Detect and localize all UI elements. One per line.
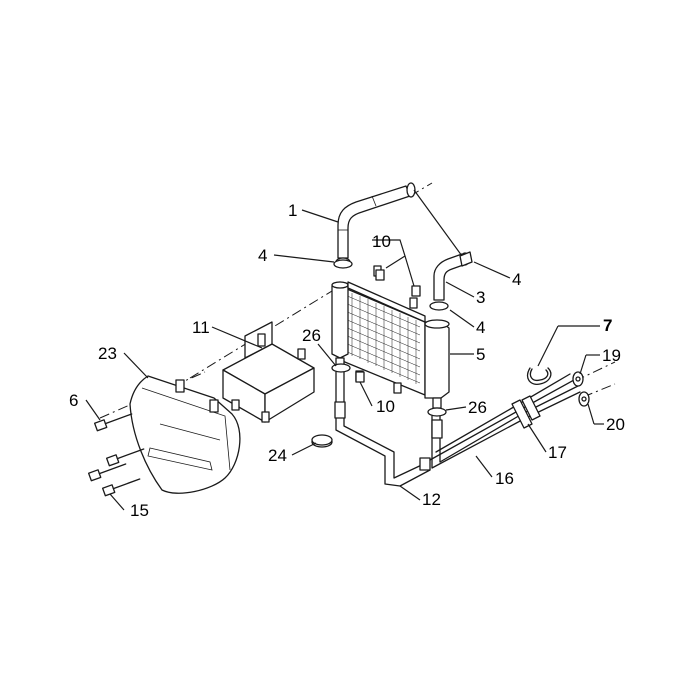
callout-26-right: 26 (468, 398, 487, 417)
outlet-hose-part-3 (413, 189, 470, 301)
clamps-part-26 (331, 363, 447, 417)
callout-4-lower: 4 (476, 318, 485, 337)
callout-24: 24 (268, 446, 287, 465)
callout-16: 16 (495, 469, 514, 488)
callout-26-left: 26 (302, 326, 321, 345)
oil-cooler-radiator-part-5 (331, 265, 450, 409)
grommet-part-24 (311, 434, 333, 448)
callout-1: 1 (288, 201, 297, 220)
callout-4-right: 4 (512, 270, 521, 289)
callout-15: 15 (130, 501, 149, 520)
callout-12: 12 (422, 490, 441, 509)
fittings-parts-19-20 (572, 371, 590, 407)
callout-23: 23 (98, 344, 117, 363)
cover-shroud-part-23 (129, 375, 241, 494)
mounting-bracket-part-11 (222, 321, 315, 423)
callout-7: 7 (603, 316, 612, 335)
lower-hose-part-12 (334, 371, 431, 487)
callout-3: 3 (476, 288, 485, 307)
hose-clamps-part-4 (333, 251, 473, 311)
callout-6: 6 (69, 391, 78, 410)
callout-leader-lines (85, 209, 604, 511)
callout-19: 19 (602, 346, 621, 365)
callout-10-bottom: 10 (376, 397, 395, 416)
spring-clip-part-7 (526, 367, 552, 385)
cooler-fin-grid (344, 293, 421, 384)
callout-labels: 1 4 10 4 3 4 5 7 11 23 6 15 26 26 10 24 … (69, 201, 625, 520)
bolts-parts-6-15 (87, 413, 145, 497)
callout-20: 20 (606, 415, 625, 434)
callout-11: 11 (192, 318, 210, 337)
callout-4-left: 4 (258, 246, 267, 265)
callout-10-top: 10 (372, 232, 391, 251)
pipes-parts-16-17 (429, 373, 581, 469)
callout-5: 5 (476, 345, 485, 364)
callout-17: 17 (548, 443, 567, 462)
upper-hose-part-1 (335, 182, 416, 267)
